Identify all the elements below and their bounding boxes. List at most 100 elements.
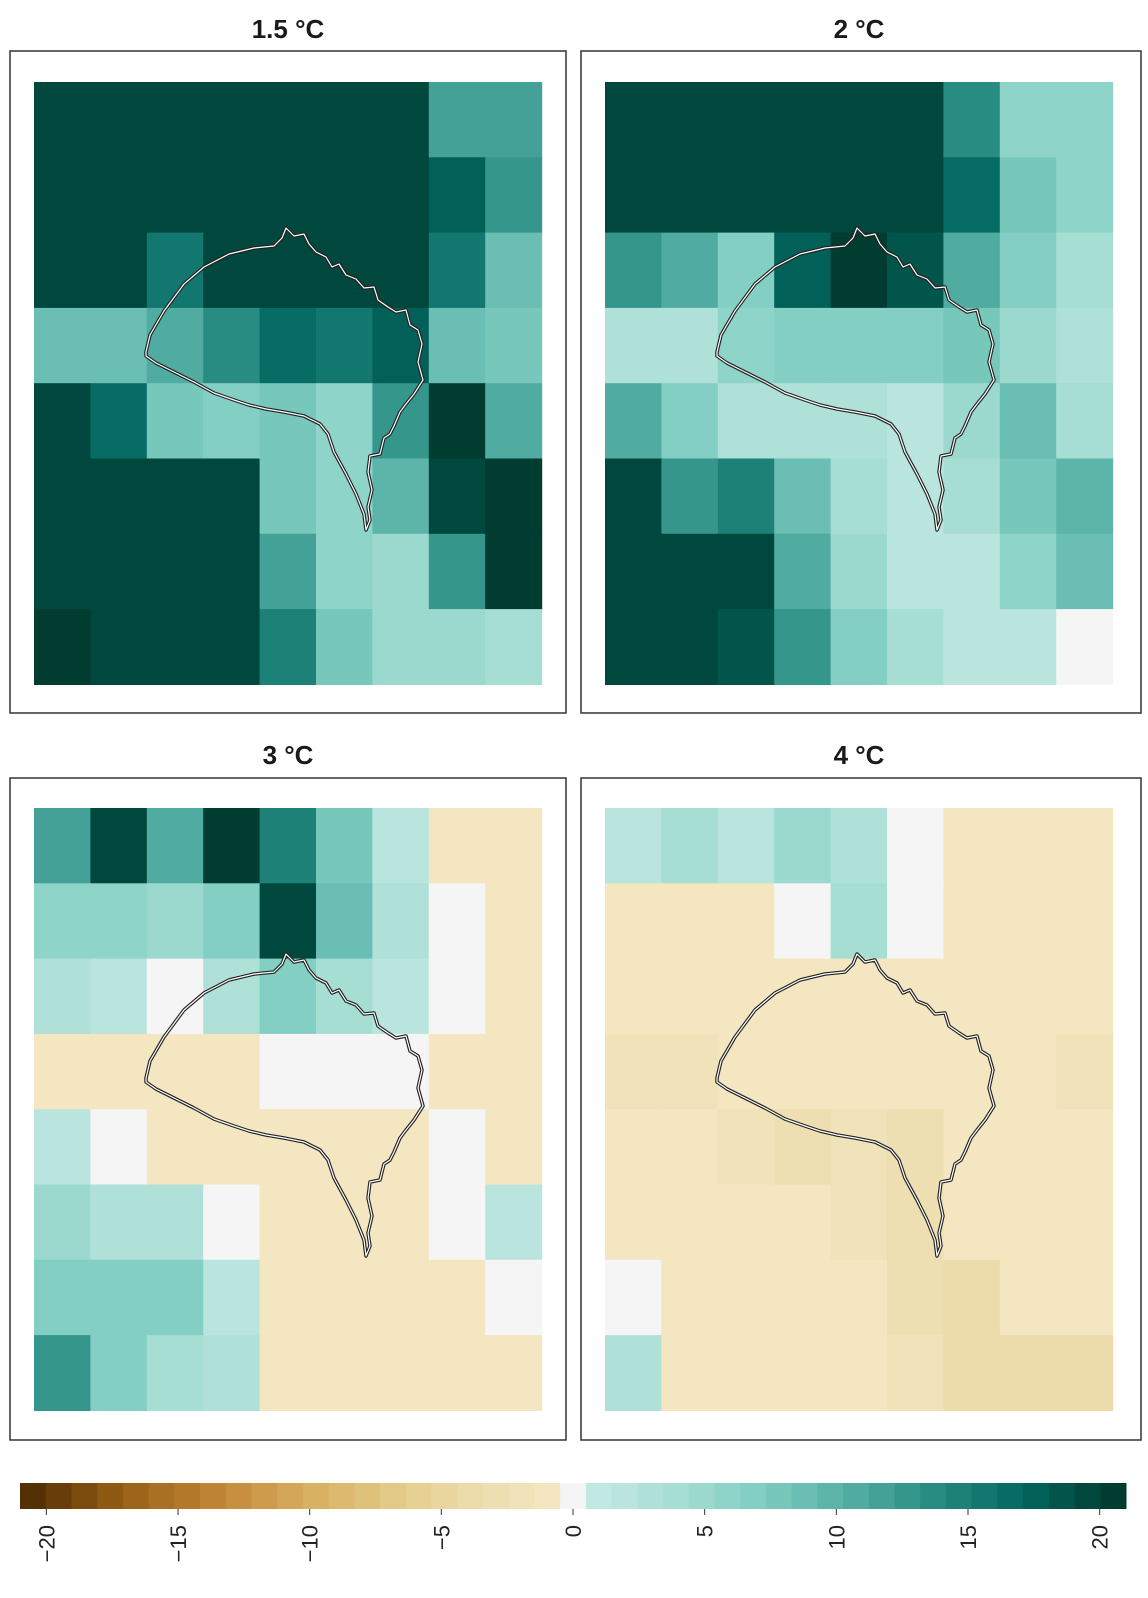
heatmap-cell [259, 1259, 317, 1336]
heatmap-cell [887, 1033, 944, 1110]
heatmap-cell [661, 1335, 719, 1411]
heatmap-cell [146, 1109, 204, 1186]
colorbar-segment [45, 1483, 72, 1509]
heatmap-cell [774, 82, 832, 158]
heatmap-cell [316, 808, 373, 884]
heatmap-cell [605, 458, 662, 535]
colorbar-segment [663, 1483, 690, 1509]
colorbar-segment [354, 1483, 381, 1509]
heatmap-cell [203, 1259, 261, 1336]
heatmap-cell [428, 458, 486, 535]
colorbar-segment [765, 1483, 793, 1509]
colorbar-tick-label: 15 [956, 1525, 981, 1549]
heatmap-cell [605, 232, 662, 309]
heatmap-cell [316, 1109, 373, 1186]
heatmap-cell [34, 533, 91, 610]
heatmap-cell [203, 958, 261, 1035]
heatmap-cell [146, 1259, 204, 1336]
colorbar-segment [200, 1483, 227, 1509]
heatmap-cell [605, 1109, 662, 1186]
heatmap-cell [1056, 383, 1114, 460]
colorbar-segment [611, 1483, 638, 1509]
colorbar-segment [843, 1483, 870, 1509]
heatmap-cell [34, 1259, 91, 1336]
heatmap-cell [887, 883, 944, 960]
heatmap-cell [887, 808, 944, 884]
colorbar-tick-label: 5 [693, 1525, 718, 1537]
heatmap-cell [999, 1335, 1057, 1411]
heatmap-cell [830, 307, 888, 384]
panel-2: 3 °C [9, 740, 567, 1441]
heatmap-cell [203, 808, 261, 884]
heatmap-cell [372, 1184, 430, 1261]
heatmap-cell [485, 157, 543, 234]
colorbar-segment [457, 1483, 484, 1509]
heatmap-cell [605, 383, 662, 460]
heatmap-cell [887, 1335, 944, 1411]
heatmap-cell [90, 82, 148, 158]
heatmap-cell [259, 307, 317, 384]
heatmap-cell [90, 1184, 148, 1261]
heatmap-cell [90, 1109, 148, 1186]
heatmap-cell [146, 609, 204, 685]
heatmap-cell [999, 383, 1057, 460]
heatmap-cells [34, 82, 543, 685]
heatmap-cell [999, 1033, 1057, 1110]
heatmap-cell [90, 609, 148, 685]
heatmap-cell [90, 383, 148, 460]
heatmap-cell [428, 157, 486, 234]
heatmap-cell [485, 958, 543, 1035]
heatmap-cell [717, 883, 775, 960]
heatmap-cell [1056, 1033, 1114, 1110]
heatmap-cell [428, 82, 486, 158]
heatmap-cell [943, 157, 1001, 234]
heatmap-cell [146, 1335, 204, 1411]
heatmap-cell [428, 1184, 486, 1261]
colorbar-segment [920, 1483, 947, 1509]
heatmap-cell [774, 958, 832, 1035]
heatmap-cell [887, 533, 944, 610]
heatmap-cells [34, 808, 543, 1411]
heatmap-cell [661, 609, 719, 685]
heatmap-cell [830, 82, 888, 158]
heatmap-cell [34, 157, 91, 234]
heatmap-cell [203, 82, 261, 158]
heatmap-cell [774, 609, 832, 685]
heatmap-cell [774, 458, 832, 535]
heatmap-cell [316, 1033, 373, 1110]
heatmap-cell [887, 609, 944, 685]
panel-title: 1.5 °C [252, 14, 325, 44]
heatmap-cell [774, 157, 832, 234]
colorbar-tick-label: 20 [1088, 1525, 1113, 1549]
heatmap-cell [485, 458, 543, 535]
heatmap-cell [1056, 307, 1114, 384]
heatmap-cell [605, 1259, 662, 1336]
heatmap-cell [661, 958, 719, 1035]
panel-title: 2 °C [834, 14, 885, 44]
heatmap-cell [999, 157, 1057, 234]
colorbar-tick-label: −5 [429, 1525, 454, 1550]
heatmap-cell [943, 808, 1001, 884]
heatmap-cell [943, 458, 1001, 535]
heatmap-cell [485, 232, 543, 309]
heatmap-cell [999, 82, 1057, 158]
heatmap-cell [830, 157, 888, 234]
heatmap-cell [887, 383, 944, 460]
heatmap-cell [605, 307, 662, 384]
heatmap-cell [605, 883, 662, 960]
heatmap-cell [943, 1184, 1001, 1261]
heatmap-cell [259, 82, 317, 158]
heatmap-cell [316, 1259, 373, 1336]
heatmap-cell [372, 157, 430, 234]
region-outline-inner [716, 953, 995, 1257]
heatmap-cell [259, 157, 317, 234]
heatmap-cell [887, 307, 944, 384]
heatmap-cell [774, 1184, 832, 1261]
heatmap-cell [428, 533, 486, 610]
heatmap-cell [428, 307, 486, 384]
heatmap-cell [999, 958, 1057, 1035]
heatmap-cell [774, 232, 832, 309]
heatmap-cell [774, 1109, 832, 1186]
heatmap-cell [661, 533, 719, 610]
